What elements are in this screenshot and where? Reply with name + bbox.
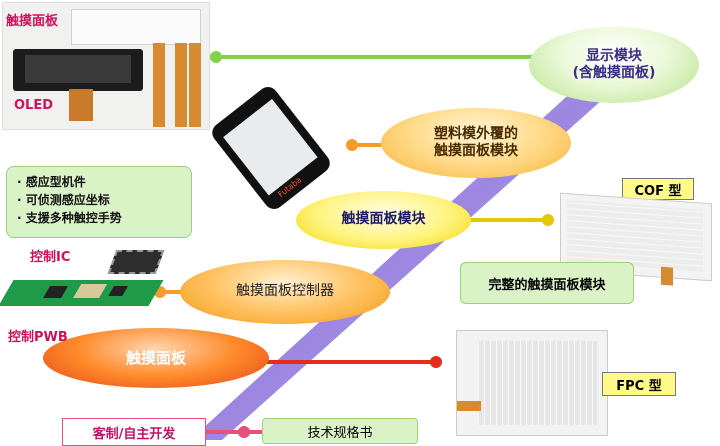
control-pwb-label: 控制PWB	[8, 330, 68, 345]
control-ic-label: 控制IC	[30, 250, 71, 265]
custom-development-box: 客制/自主开发	[62, 418, 206, 446]
cof-type-box: COF 型	[622, 178, 694, 200]
touch-module-text: 触摸面板模块	[341, 211, 426, 228]
touch-module-node: 触摸面板模块	[296, 191, 471, 249]
fpc-panel-photo	[456, 330, 608, 436]
touch-panel-node: 触摸面板	[43, 328, 269, 388]
touch-panel-label: 触摸面板	[6, 14, 59, 29]
display-module-node: 显示模块 (含触摸面板)	[529, 27, 699, 103]
control-ic-chip	[107, 250, 165, 274]
oled-label: OLED	[14, 98, 54, 113]
plastic-module-text: 塑料模外覆的 触摸面板模块	[434, 125, 518, 160]
control-pwb-board	[0, 280, 164, 306]
controller-node: 触摸面板控制器	[180, 260, 390, 324]
oled-touch-panel-photo	[2, 2, 210, 130]
plastic-module-node: 塑料模外覆的 触摸面板模块	[381, 108, 571, 178]
controller-text: 触摸面板控制器	[236, 283, 334, 300]
display-module-text: 显示模块 (含触摸面板)	[572, 47, 656, 82]
feature-item: 可侦测感应坐标	[17, 191, 181, 209]
fpc-type-box: FPC 型	[602, 372, 676, 396]
spec-sheet-box: 技术规格书	[262, 418, 418, 444]
feature-item: 支援多种触控手势	[17, 209, 181, 227]
features-box: 感应型机件 可侦测感应坐标 支援多种触控手势	[6, 166, 192, 238]
feature-item: 感应型机件	[17, 173, 181, 191]
complete-module-box: 完整的触摸面板模块	[460, 262, 634, 304]
touch-panel-text: 触摸面板	[125, 348, 186, 367]
